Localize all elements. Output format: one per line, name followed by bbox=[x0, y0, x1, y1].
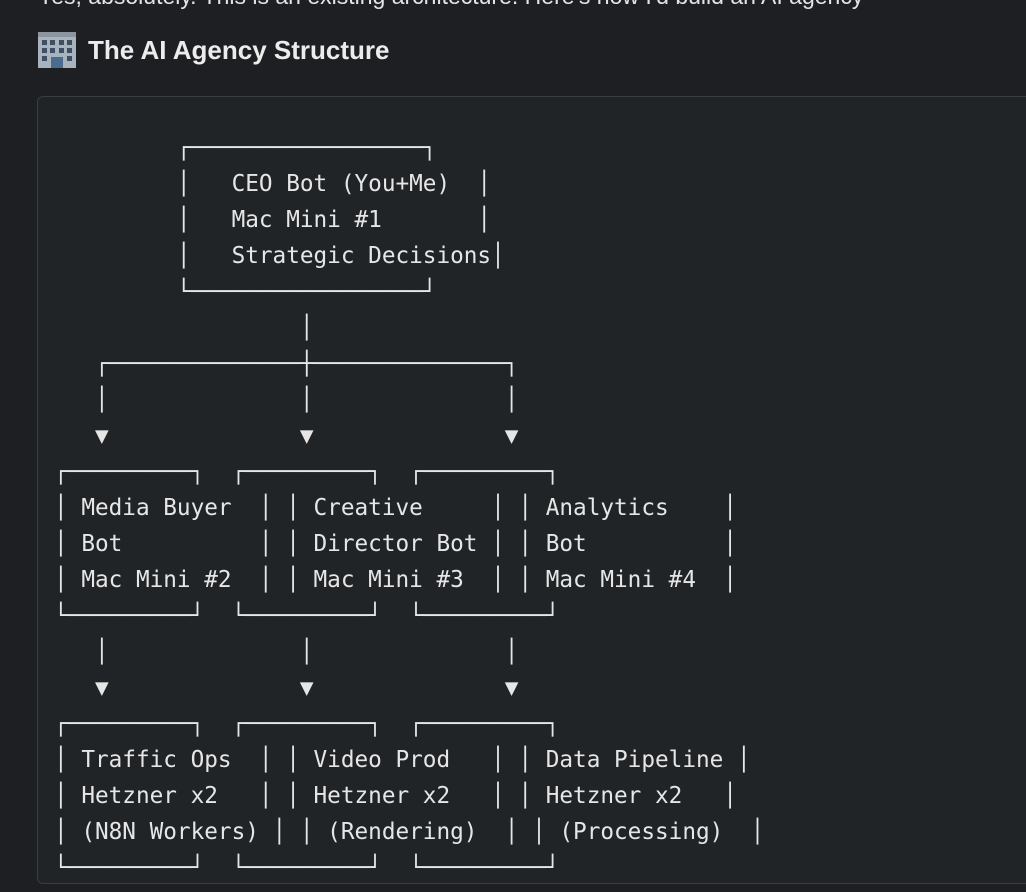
diagram-line: │ (N8N Workers) │ │ (Rendering) │ │ (Pro… bbox=[54, 819, 765, 845]
section-heading: The AI Agency Structure bbox=[36, 30, 389, 70]
diagram-line: └─────────┘ └─────────┘ └─────────┘ bbox=[54, 603, 560, 629]
diagram-line: ▼ ▼ ▼ bbox=[54, 675, 519, 701]
diagram-line: │ Strategic Decisions│ bbox=[54, 243, 505, 269]
diagram-line: ▼ ▼ ▼ bbox=[54, 423, 519, 449]
ascii-diagram: ┌─────────────────┐ │ CEO Bot (You+Me) │… bbox=[54, 130, 765, 883]
diagram-line: │ CEO Bot (You+Me) │ bbox=[54, 171, 492, 197]
diagram-line: ┌─────────────────┐ bbox=[54, 135, 437, 161]
diagram-line: └─────────────────┘ bbox=[54, 279, 437, 305]
diagram-line: │ Bot │ │ Director Bot │ │ Bot │ bbox=[54, 531, 737, 557]
section-title: The AI Agency Structure bbox=[88, 34, 390, 65]
diagram-line: │ Mac Mini #2 │ │ Mac Mini #3 │ │ Mac Mi… bbox=[54, 567, 737, 593]
diagram-line: │ │ │ bbox=[54, 387, 519, 413]
diagram-line: └─────────┘ └─────────┘ └─────────┘ bbox=[54, 855, 560, 881]
diagram-line: ┌─────────┐ ┌─────────┐ ┌─────────┐ bbox=[54, 711, 560, 737]
diagram-line: │ Traffic Ops │ │ Video Prod │ │ Data Pi… bbox=[54, 747, 751, 773]
diagram-line: │ Hetzner x2 │ │ Hetzner x2 │ │ Hetzner … bbox=[54, 783, 737, 809]
message-text-cut-off: Yes, absolutely. This is an existing arc… bbox=[38, 0, 863, 10]
office-building-icon bbox=[36, 30, 80, 70]
diagram-line: ┌─────────┐ ┌─────────┐ ┌─────────┐ bbox=[54, 459, 560, 485]
diagram-line: │ Media Buyer │ │ Creative │ │ Analytics… bbox=[54, 495, 737, 521]
diagram-line: │ Mac Mini #1 │ bbox=[54, 207, 492, 233]
diagram-line: ┌──────────────┼──────────────┐ bbox=[54, 351, 519, 377]
code-block[interactable]: ┌─────────────────┐ │ CEO Bot (You+Me) │… bbox=[37, 96, 1026, 884]
diagram-line: │ │ │ bbox=[54, 639, 519, 665]
diagram-line: │ bbox=[54, 315, 314, 341]
